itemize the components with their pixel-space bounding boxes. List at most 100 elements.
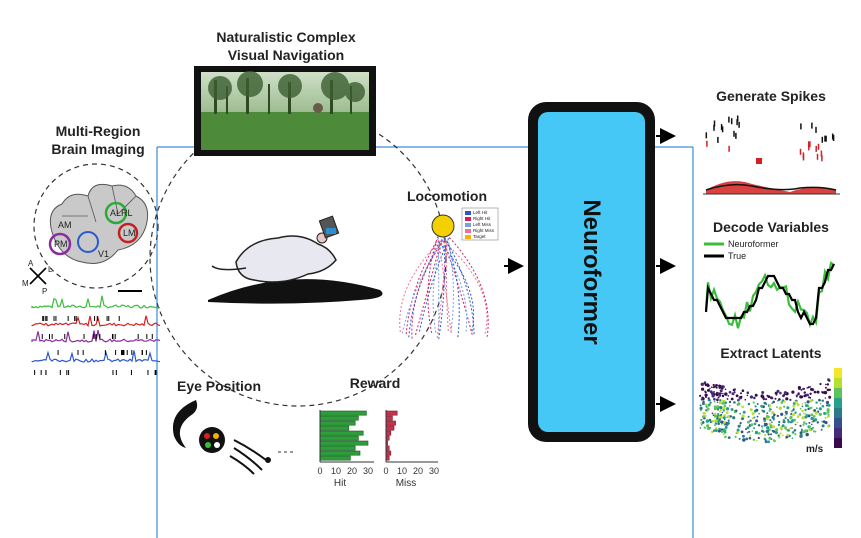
latent-point [802,387,805,391]
latent-point [814,411,818,415]
latent-point [761,425,763,427]
latent-point [722,406,726,410]
latent-point [827,413,830,416]
latent-point [724,388,727,391]
latent-point [828,388,831,391]
latent-point [799,424,802,427]
latent-point [757,424,761,427]
latent-point [736,431,739,434]
brain-map [48,183,149,292]
latent-point [739,422,742,425]
latent-point [779,391,782,395]
latent-point [826,404,829,407]
latent-point [798,413,802,416]
miss-bar [385,415,393,421]
latent-point [712,383,715,387]
latent-point [753,427,756,430]
latent-point [714,412,717,415]
latent-point [813,415,816,418]
latent-point [765,429,769,433]
trajectory-line [446,240,460,338]
latent-point [753,416,756,419]
latent-point [748,430,751,433]
latent-point [819,382,822,386]
latent-point [781,424,785,428]
latent-point [792,409,795,412]
latent-point [810,406,813,409]
nav-title-line1: Naturalistic Complex [216,29,356,45]
latent-point [720,420,724,424]
latent-point [724,428,726,431]
latent-point [818,398,821,402]
latent-point [799,407,802,410]
latent-point [799,434,803,438]
latent-point [796,415,800,418]
latent-point [760,394,764,398]
latent-point [807,414,811,418]
latent-point [737,398,740,402]
latent-point [790,419,794,423]
latent-point [704,391,707,394]
imaging-circle [33,163,159,289]
latent-point [791,431,795,434]
decode-legend-true: True [728,251,746,261]
latent-point [782,434,784,437]
latent-point [755,419,759,423]
latent-point [709,387,711,390]
latent-point [825,412,828,415]
latent-point [812,430,816,433]
latent-point [709,427,711,429]
decode-legend-neuroformer: Neuroformer [728,239,779,249]
region-label-rl: RL [121,208,133,218]
latent-point [721,385,724,388]
miss-bar [385,420,396,426]
latent-point [742,434,745,438]
latent-point [810,387,813,391]
latent-point [785,428,788,431]
calcium-traces [31,295,161,375]
latent-point [778,406,782,410]
latent-point [770,408,772,411]
latent-point [771,411,775,415]
latent-point [700,419,702,421]
hit-bar [319,440,369,446]
latent-point [711,394,715,398]
trajectory-line [432,235,445,333]
latent-point [717,420,721,423]
latent-point [705,419,710,423]
latent-point [794,423,797,426]
latent-point [713,391,715,393]
latent-point [761,391,765,394]
latent-point [789,398,792,401]
latent-point [780,412,784,416]
latent-point [729,415,733,418]
latent-point [702,415,705,419]
latent-point [733,391,736,394]
latent-point [788,428,791,431]
latent-point [768,422,772,426]
latent-point [802,412,805,415]
latent-point [719,408,723,412]
latent-point [744,398,747,401]
latent-point [753,422,757,426]
latent-point [747,420,750,424]
latent-point [777,399,779,402]
latent-point [721,387,724,390]
latent-point [754,405,757,408]
latent-point [806,400,810,404]
latent-point [741,417,745,420]
latent-point [752,438,756,441]
latent-point [806,387,809,389]
latent-point [736,428,740,432]
latent-point [717,422,720,425]
latent-point [801,405,804,408]
latent-point [790,413,793,415]
trajectory-line [437,240,468,332]
reward-tick-hit: 20 [347,466,357,476]
latent-point [747,402,751,406]
latent-point [741,405,744,409]
latent-point [745,437,749,441]
latent-point [727,415,730,418]
latent-point [719,399,722,402]
latent-point [772,425,776,429]
